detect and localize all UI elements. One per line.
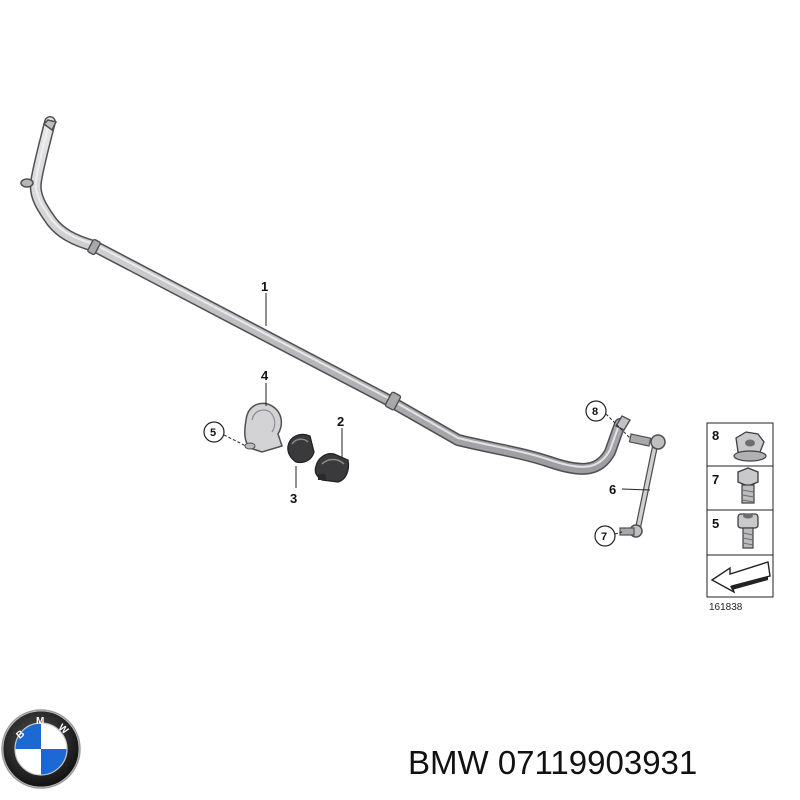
coupling-rod: [619, 433, 666, 538]
part-code: BMW 07119903931: [408, 744, 698, 781]
leader-line-7: [614, 531, 623, 535]
fastener-legend: 8 7 5: [706, 422, 774, 598]
callout-2: 2: [337, 414, 344, 429]
stabilizer-bracket: [244, 402, 283, 453]
flange-nut-icon: [733, 431, 767, 462]
callout-3: 3: [290, 491, 297, 506]
socket-screw-icon: [737, 513, 759, 549]
callout-7: 7: [601, 531, 607, 543]
callout-1: 1: [261, 279, 268, 294]
callout-8-circle: [585, 400, 607, 422]
callout-5: 5: [210, 427, 216, 439]
direction-arrow-icon: [710, 561, 771, 594]
leader-line-6: [621, 488, 651, 491]
legend-label-5: 5: [712, 516, 719, 531]
bmw-roundel-logo: B M W: [1, 709, 81, 789]
figure-number: 161838: [709, 602, 743, 613]
hex-bolt-icon: [737, 467, 759, 504]
legend-label-7: 7: [712, 472, 719, 487]
callout-5-circle: [203, 421, 225, 443]
legend-label-8: 8: [712, 428, 719, 443]
svg-text:M: M: [36, 716, 44, 727]
leader-line-8: [605, 413, 631, 439]
callout-8: 8: [592, 406, 598, 418]
leader-line-5: [223, 434, 247, 447]
rubber-mount: [314, 453, 350, 483]
rubber-bushing: [287, 433, 315, 464]
callout-6: 6: [609, 482, 616, 497]
stabilizer-bar: [20, 116, 631, 475]
callout-7-circle: [594, 525, 616, 547]
callout-4: 4: [261, 368, 269, 383]
